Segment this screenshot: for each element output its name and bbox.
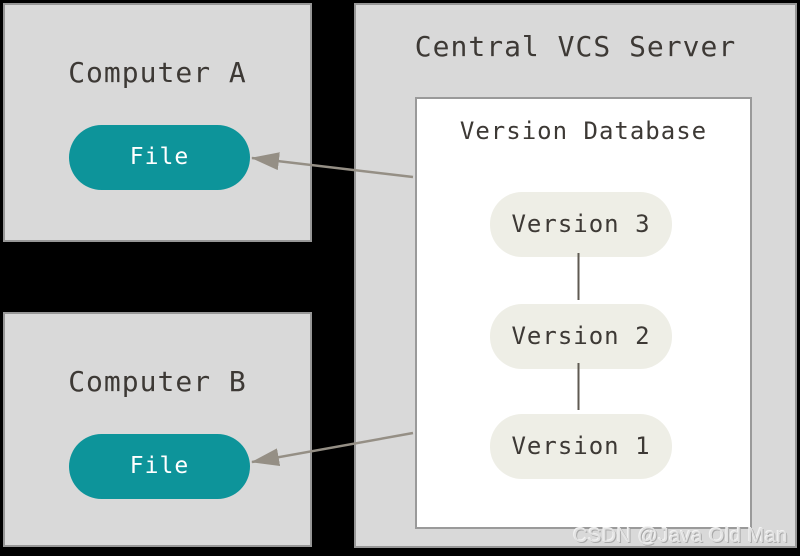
computer-a-title: Computer A	[68, 56, 247, 89]
computer-b-title: Computer B	[68, 365, 247, 398]
computer-a-file-node: File	[69, 125, 250, 190]
central-vcs-server-title: Central VCS Server	[414, 30, 737, 63]
watermark-text: CSDN @Java Old Man	[573, 525, 788, 547]
central-vcs-server-box: Central VCS Server Version Database Vers…	[354, 3, 797, 548]
computer-b-box: Computer B File	[3, 312, 312, 547]
version-database-title: Version Database	[459, 117, 708, 145]
version-3-node: Version 3	[490, 192, 672, 257]
version-database-box: Version Database Version 3 Version 2 Ver…	[415, 97, 752, 529]
version-1-node: Version 1	[490, 414, 672, 479]
computer-a-box: Computer A File	[3, 3, 312, 242]
computer-b-file-node: File	[69, 434, 250, 499]
version-2-node: Version 2	[490, 304, 672, 369]
